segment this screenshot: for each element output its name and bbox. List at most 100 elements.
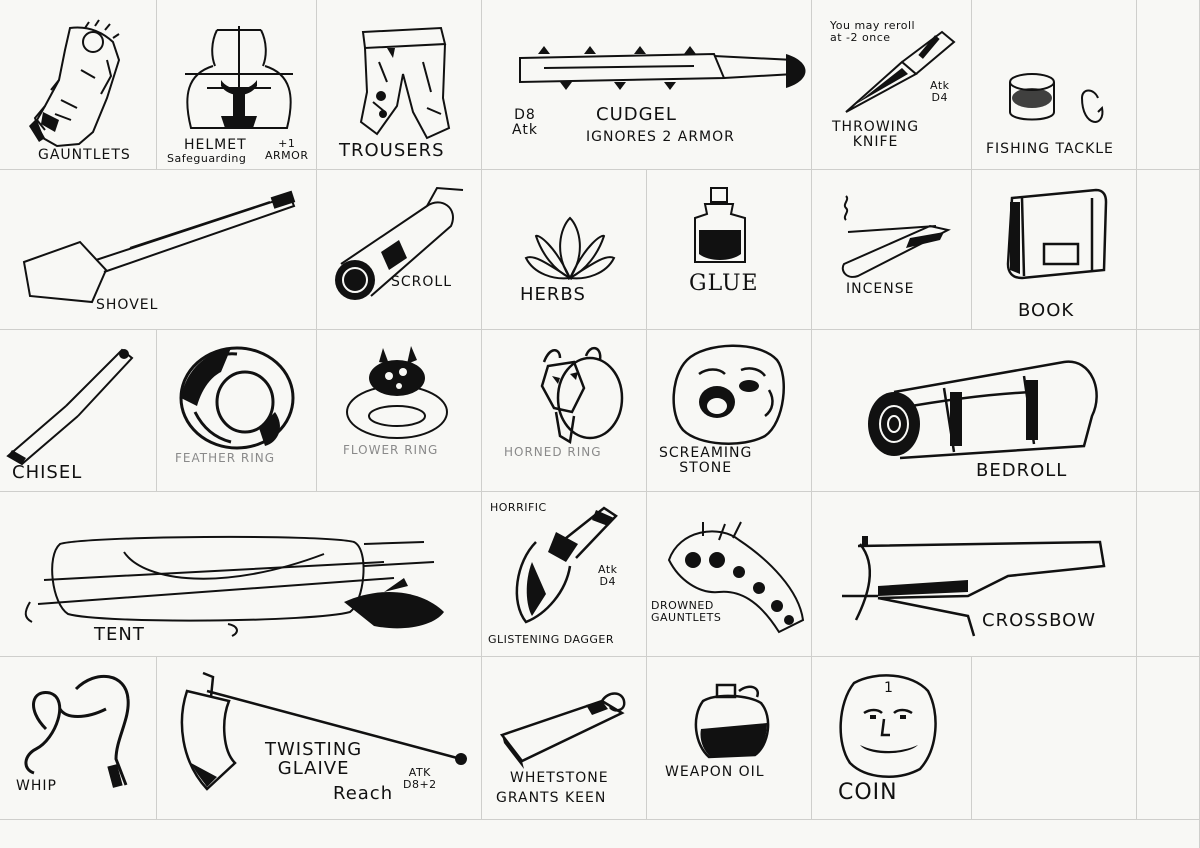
grid-cell: [482, 492, 647, 657]
item-feather-ring: FEATHER RING: [157, 330, 317, 492]
feather-ring-icon: [175, 342, 301, 452]
grid-cell: [972, 170, 1137, 330]
item-book: BOOK: [972, 170, 1137, 330]
item-label: CUDGEL: [596, 104, 677, 125]
crossbow-icon: [838, 536, 1110, 636]
item-whip: WHIP: [0, 657, 157, 820]
item-label: FEATHER RING: [175, 451, 276, 465]
horned-ring-icon: [530, 342, 626, 446]
item-label: GLISTENING DAGGER: [488, 633, 615, 646]
item-label: GAUNTLETS: [38, 147, 131, 163]
item-tent: TENT: [0, 492, 482, 657]
item-label: THROWING KNIFE: [832, 119, 920, 150]
cudgel-icon: [514, 46, 806, 90]
item-label: SCREAMING STONE: [659, 445, 753, 476]
trousers-icon: [357, 22, 452, 142]
item-throwing-knife: You may reroll at -2 once Atk D4 THROWIN…: [812, 0, 972, 170]
book-icon: [1000, 188, 1112, 282]
item-fishing-tackle: FISHING TACKLE: [972, 0, 1137, 170]
herbs-icon: [524, 214, 616, 284]
helmet-icon: [177, 16, 302, 136]
screaming-stone-icon: [669, 340, 789, 446]
item-note: HORRIFIC: [490, 501, 547, 514]
grid-cell: [1137, 657, 1200, 820]
bedroll-icon: [868, 352, 1102, 462]
item-bedroll: BEDROLL: [812, 330, 1137, 492]
chisel-icon: [6, 346, 136, 466]
item-label: FISHING TACKLE: [986, 141, 1114, 157]
item-label: TROUSERS: [339, 140, 445, 161]
item-note: Reach: [333, 783, 394, 804]
grid-cell: [0, 820, 1200, 848]
grid-cell: [317, 330, 482, 492]
grid-cell: [0, 170, 317, 330]
grid-cell: [482, 0, 812, 170]
item-label: FLOWER RING: [343, 443, 439, 457]
item-label: BOOK: [1018, 300, 1075, 321]
flower-ring-icon: [343, 346, 453, 442]
item-label: HELMET: [184, 137, 247, 153]
fishing-tackle-icon: [1002, 68, 1112, 138]
item-label: HORNED RING: [504, 445, 602, 459]
item-horned-ring: HORNED RING: [482, 330, 647, 492]
grid-cell: [812, 492, 1137, 657]
coin-icon: [836, 673, 938, 779]
coin-mark: 1: [884, 680, 894, 696]
scroll-icon: [335, 186, 467, 300]
item-note: IGNORES 2 ARMOR: [586, 129, 735, 145]
whip-icon: [16, 669, 140, 788]
incense-icon: [840, 192, 952, 278]
item-chisel: CHISEL: [0, 330, 157, 492]
item-label: INCENSE: [846, 281, 915, 297]
item-coin: 1 COIN: [812, 657, 972, 820]
item-trousers: TROUSERS: [317, 0, 482, 170]
item-stat: ATK D8+2: [403, 766, 437, 791]
item-weapon-oil: WEAPON OIL: [647, 657, 812, 820]
item-label: DROWNED GAUNTLETS: [651, 599, 722, 624]
item-note: GRANTS KEEN: [496, 790, 607, 806]
item-screaming-stone: SCREAMING STONE: [647, 330, 812, 492]
item-label: WEAPON OIL: [665, 764, 765, 780]
item-label: TENT: [94, 624, 145, 645]
grid-cell: [1137, 492, 1200, 657]
grid-cell: [317, 0, 482, 170]
item-gauntlets: GAUNTLETS: [0, 0, 157, 170]
item-bonus: +1 ARMOR: [265, 137, 309, 162]
grid-cell: [812, 0, 972, 170]
grid-cell: [1137, 330, 1200, 492]
grid-cell: [157, 0, 317, 170]
item-scroll: SCROLL: [317, 170, 482, 330]
grid-cell: [812, 657, 972, 820]
weapon-oil-icon: [687, 681, 777, 761]
item-label: COIN: [838, 780, 898, 805]
item-flower-ring: FLOWER RING: [317, 330, 482, 492]
grid-cell: [972, 657, 1137, 820]
gauntlet-icon: [29, 20, 125, 150]
item-label: WHETSTONE: [510, 770, 609, 786]
item-label: GLUE: [689, 271, 759, 296]
item-helmet: HELMET Safeguarding +1 ARMOR: [157, 0, 317, 170]
item-label: SCROLL: [391, 274, 453, 290]
item-stat: Atk D4: [598, 563, 618, 588]
item-label: WHIP: [16, 778, 57, 794]
item-shovel: SHOVEL: [0, 170, 317, 330]
grid-cell: [0, 657, 157, 820]
item-stat: Atk D4: [930, 79, 950, 104]
tent-icon: [24, 522, 444, 642]
item-label: BEDROLL: [976, 460, 1068, 481]
whetstone-icon: [498, 687, 638, 769]
item-label: SHOVEL: [96, 297, 159, 313]
item-note: You may reroll at -2 once: [830, 19, 916, 44]
item-label: CROSSBOW: [982, 610, 1097, 631]
item-glistening-dagger: HORRIFIC Atk D4 GLISTENING DAGGER: [482, 492, 647, 657]
drowned-gauntlets-icon: [659, 520, 809, 636]
item-label: CHISEL: [12, 462, 83, 483]
grid-cell: [1137, 0, 1200, 170]
grid-cell: [482, 170, 647, 330]
grid-cell: [812, 170, 972, 330]
item-stat: D8 Atk: [512, 107, 538, 138]
throwing-knife-icon: [842, 26, 962, 116]
item-label: TWISTING GLAIVE: [265, 739, 363, 779]
item-note: Safeguarding: [167, 152, 247, 165]
